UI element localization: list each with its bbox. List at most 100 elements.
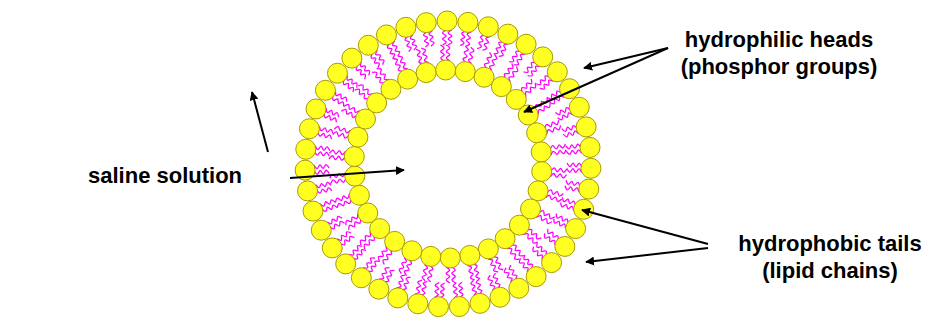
- lipid-tail: [533, 247, 543, 260]
- phosphate-head: [542, 253, 562, 273]
- lipid-tail: [435, 283, 440, 298]
- lipid-tail: [340, 236, 354, 244]
- lipid-tail: [363, 258, 375, 268]
- phosphate-head: [376, 25, 396, 45]
- lipid-tail: [547, 125, 561, 134]
- phosphate-head: [478, 239, 498, 259]
- phosphate-head: [498, 24, 518, 44]
- phosphate-head: [428, 297, 448, 317]
- lipid-tail: [477, 35, 485, 48]
- phosphate-head: [303, 201, 323, 221]
- leader-line: [290, 170, 404, 178]
- lipid-tail: [349, 219, 361, 230]
- lipid-tail: [415, 280, 422, 294]
- lipid-tail: [384, 270, 394, 281]
- lipid-tail: [422, 264, 427, 280]
- phosphate-head: [349, 185, 369, 205]
- lipid-tail: [358, 85, 372, 94]
- phosphate-head: [358, 203, 378, 223]
- lipid-tail: [528, 66, 541, 76]
- lipid-tail: [334, 127, 350, 133]
- phosphate-head: [298, 181, 318, 201]
- lipid-tail: [482, 37, 490, 50]
- phosphate-head: [533, 47, 553, 67]
- lipid-tail: [490, 55, 497, 71]
- lipid-tail: [329, 150, 345, 154]
- lipid-tail: [314, 170, 329, 174]
- lipid-tail: [320, 200, 335, 206]
- lipid-tail: [524, 255, 533, 269]
- lipid-tail: [337, 232, 351, 240]
- lipid-tail: [466, 32, 472, 46]
- phosphate-head: [306, 99, 326, 119]
- lipid-tail: [554, 219, 566, 229]
- lipid-tail: [353, 250, 366, 259]
- lipid-tail: [452, 267, 456, 283]
- phosphate-head: [440, 248, 460, 268]
- lipid-tail: [471, 280, 477, 295]
- phosphate-head: [299, 119, 319, 139]
- leader-line: [252, 92, 268, 152]
- lipid-tail: [488, 275, 495, 290]
- phosphate-head: [437, 11, 457, 31]
- phosphate-head: [398, 69, 418, 89]
- phosphate-head: [531, 142, 551, 162]
- phosphate-head: [421, 246, 441, 266]
- annotation-label: saline solution: [88, 162, 242, 189]
- phosphate-head: [579, 179, 599, 199]
- phosphate-head: [574, 199, 594, 219]
- lipid-tail: [460, 31, 466, 45]
- lipid-tail: [316, 182, 331, 187]
- lipid-tail: [536, 216, 552, 224]
- lipid-tail: [545, 195, 561, 201]
- lipid-tail: [567, 163, 582, 167]
- lipid-tail: [514, 54, 525, 65]
- lipid-tail: [468, 47, 473, 63]
- phosphate-head: [449, 297, 469, 317]
- phosphate-head: [436, 60, 456, 80]
- phosphate-head: [528, 181, 548, 201]
- leader-line: [584, 48, 668, 68]
- lipid-tail: [519, 258, 528, 272]
- leader-lines: [252, 48, 708, 262]
- lipid-tail: [566, 150, 581, 155]
- phosphate-head: [569, 97, 589, 117]
- lipid-tail: [335, 194, 349, 203]
- lipid-tail: [402, 277, 411, 290]
- lipid-tail: [523, 234, 537, 243]
- lipid-tail: [545, 233, 555, 245]
- lipid-tail: [550, 173, 566, 177]
- phosphate-head: [345, 166, 365, 186]
- lipid-tail: [378, 246, 387, 261]
- lipid-tail: [337, 199, 351, 208]
- lipid-tail: [314, 165, 329, 169]
- phosphate-heads: [295, 11, 601, 317]
- lipid-tail: [446, 267, 450, 283]
- lipid-tail: [329, 156, 345, 160]
- phosphate-head: [460, 245, 480, 265]
- lipid-tail: [399, 257, 406, 273]
- phosphate-head: [490, 287, 510, 307]
- phosphate-head: [526, 267, 546, 287]
- lipid-tail: [317, 188, 332, 193]
- lipid-tail: [429, 31, 434, 46]
- phosphate-head: [474, 67, 494, 87]
- lipid-tail: [448, 30, 452, 45]
- lipid-tail: [318, 132, 332, 139]
- lipid-tail: [566, 180, 580, 186]
- phosphate-head: [322, 238, 342, 258]
- lipid-tail: [347, 75, 357, 87]
- phosphate-head: [478, 17, 498, 37]
- lipid-tail: [550, 144, 565, 150]
- phosphate-head: [555, 236, 575, 256]
- lipid-tail: [346, 214, 358, 225]
- lipid-tail: [453, 283, 457, 298]
- phosphate-head: [527, 123, 547, 143]
- lipid-tail: [421, 48, 428, 63]
- phosphate-head: [516, 34, 536, 54]
- lipid-tail: [360, 231, 370, 245]
- lipid-tail: [397, 275, 406, 288]
- lipid-tail: [509, 51, 520, 62]
- phosphate-head: [396, 17, 416, 37]
- lipid-tail: [360, 62, 369, 76]
